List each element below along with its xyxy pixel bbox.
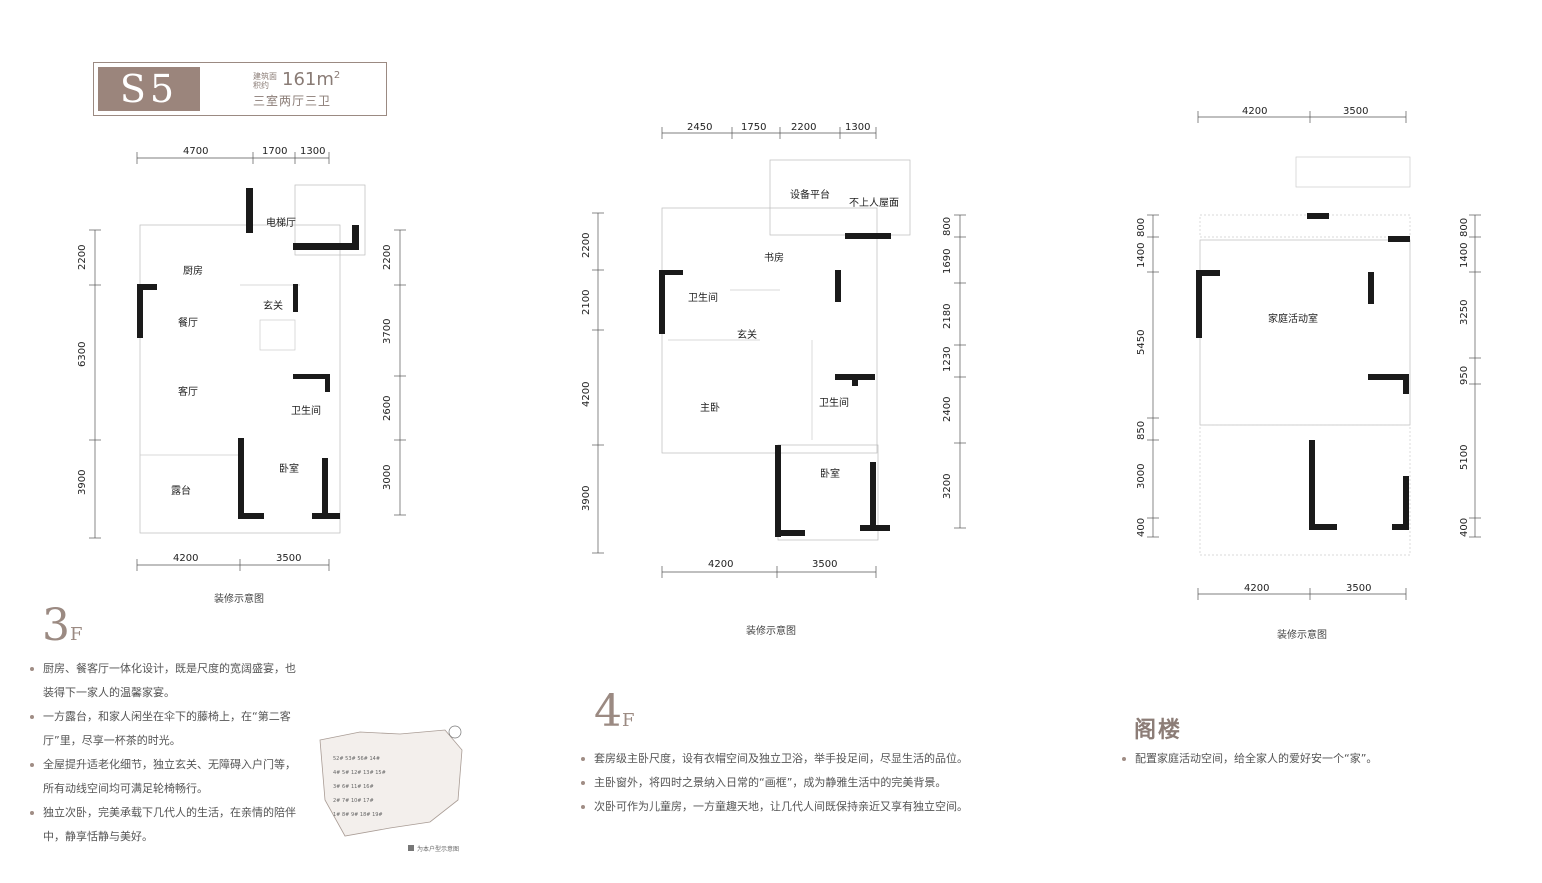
dim-3f-top-1: 4700 bbox=[183, 146, 208, 157]
dim-3f-bottom-2: 3500 bbox=[276, 553, 301, 564]
dim-attic-top-1: 4200 bbox=[1242, 106, 1267, 117]
dim-3f-top-2: 1700 bbox=[262, 146, 287, 157]
dim-4f-right-5: 2400 bbox=[942, 397, 953, 422]
room-4f-equipment: 设备平台 bbox=[790, 186, 830, 201]
room-4f-master: 主卧 bbox=[700, 399, 720, 414]
floor3-feature: 独立次卧，完美承载下几代人的生活，在亲情的陪伴中，静享恬静与美好。 bbox=[29, 801, 301, 849]
attic-features: 配置家庭活动空间，给全家人的爱好安一个“家”。 bbox=[1121, 747, 1521, 771]
floor3-features: 厨房、餐客厅一体化设计，既是尺度的宽阔盛宴，也装得下一家人的温馨家宴。 一方露台… bbox=[29, 657, 301, 849]
dim-attic-top-2: 3500 bbox=[1343, 106, 1368, 117]
dim-4f-right-3: 2180 bbox=[942, 304, 953, 329]
dim-4f-bottom-1: 4200 bbox=[708, 559, 733, 570]
room-4f-entrance: 玄关 bbox=[737, 326, 757, 341]
site-map-legend: 为本户型示意图 bbox=[417, 844, 459, 853]
dim-attic-bottom-1: 4200 bbox=[1244, 583, 1269, 594]
dim-4f-right-2: 1690 bbox=[942, 249, 953, 274]
dim-attic-right-2: 1400 bbox=[1459, 243, 1470, 268]
dim-4f-right-1: 800 bbox=[942, 217, 953, 236]
dim-4f-top-3: 2200 bbox=[791, 122, 816, 133]
dim-attic-left-4: 850 bbox=[1136, 421, 1147, 440]
dim-attic-right-5: 5100 bbox=[1459, 445, 1470, 470]
dim-attic-left-3: 5450 bbox=[1136, 330, 1147, 355]
room-3f-entrance: 玄关 bbox=[263, 297, 283, 312]
caption-attic: 装修示意图 bbox=[1277, 626, 1327, 641]
floor4-features: 套房级主卧尺度，设有衣帽空间及独立卫浴，举手投足间，尽显生活的品位。 主卧窗外，… bbox=[580, 747, 1040, 819]
floor4-feature: 套房级主卧尺度，设有衣帽空间及独立卫浴，举手投足间，尽显生活的品位。 bbox=[580, 747, 1040, 771]
dim-4f-left-1: 2200 bbox=[581, 233, 592, 258]
dim-3f-top-3: 1300 bbox=[300, 146, 325, 157]
dim-4f-right-6: 3200 bbox=[942, 474, 953, 499]
room-3f-terrace: 露台 bbox=[171, 482, 191, 497]
dim-4f-top-2: 1750 bbox=[741, 122, 766, 133]
dim-attic-right-6: 400 bbox=[1459, 518, 1470, 537]
dim-4f-left-2: 2100 bbox=[581, 290, 592, 315]
floor3-heading: 3F bbox=[42, 600, 83, 651]
floor4-heading: 4F bbox=[594, 686, 635, 737]
floor4-feature: 次卧可作为儿童房，一方童趣天地，让几代人间既保持亲近又享有独立空间。 bbox=[580, 795, 1040, 819]
room-3f-dining: 餐厅 bbox=[178, 314, 198, 329]
room-4f-bathroom1: 卫生间 bbox=[688, 289, 718, 304]
dim-4f-right-4: 1230 bbox=[942, 347, 953, 372]
dim-4f-top-1: 2450 bbox=[687, 122, 712, 133]
dim-attic-left-5: 3000 bbox=[1136, 464, 1147, 489]
floor3-feature: 一方露台，和家人闲坐在伞下的藤椅上，在“第二客厅”里，尽享一杯茶的时光。 bbox=[29, 705, 301, 753]
room-4f-roof: 不上人屋面 bbox=[849, 194, 899, 209]
dim-3f-right-1: 2200 bbox=[382, 245, 393, 270]
floor3-feature: 厨房、餐客厅一体化设计，既是尺度的宽阔盛宴，也装得下一家人的温馨家宴。 bbox=[29, 657, 301, 705]
room-4f-bedroom: 卧室 bbox=[820, 465, 840, 480]
dim-3f-right-4: 3000 bbox=[382, 465, 393, 490]
dim-3f-right-2: 3700 bbox=[382, 319, 393, 344]
attic-heading: 阁楼 bbox=[1134, 712, 1182, 744]
dim-3f-left-3: 3900 bbox=[77, 470, 88, 495]
dim-attic-right-1: 800 bbox=[1459, 218, 1470, 237]
room-3f-bedroom: 卧室 bbox=[279, 460, 299, 475]
dim-attic-left-1: 800 bbox=[1136, 218, 1147, 237]
dim-attic-left-6: 400 bbox=[1136, 518, 1147, 537]
floor3-feature: 全屋提升适老化细节，独立玄关、无障碍入户门等，所有动线空间均可满足轮椅畅行。 bbox=[29, 753, 301, 801]
dim-4f-left-3: 4200 bbox=[581, 382, 592, 407]
dim-attic-right-4: 950 bbox=[1459, 366, 1470, 385]
room-3f-elevator: 电梯厅 bbox=[266, 214, 296, 229]
room-4f-study: 书房 bbox=[764, 249, 784, 264]
dim-4f-top-4: 1300 bbox=[845, 122, 870, 133]
dim-attic-bottom-2: 3500 bbox=[1346, 583, 1371, 594]
dim-attic-right-3: 3250 bbox=[1459, 300, 1470, 325]
room-4f-bathroom2: 卫生间 bbox=[819, 394, 849, 409]
dim-attic-left-2: 1400 bbox=[1136, 243, 1147, 268]
floor4-feature: 主卧窗外，将四时之景纳入日常的“画框”，成为静雅生活中的完美背景。 bbox=[580, 771, 1040, 795]
site-map-labels: 52# 53# 56# 14# 4# 5# 12# 13# 15# 3# 6# … bbox=[333, 752, 453, 822]
dim-4f-bottom-2: 3500 bbox=[812, 559, 837, 570]
dim-3f-right-3: 2600 bbox=[382, 396, 393, 421]
room-3f-bathroom: 卫生间 bbox=[291, 402, 321, 417]
room-3f-kitchen: 厨房 bbox=[183, 262, 203, 277]
caption-4f: 装修示意图 bbox=[746, 622, 796, 637]
dim-3f-left-1: 2200 bbox=[77, 245, 88, 270]
attic-feature: 配置家庭活动空间，给全家人的爱好安一个“家”。 bbox=[1121, 747, 1521, 771]
room-3f-living: 客厅 bbox=[178, 383, 198, 398]
caption-3f: 装修示意图 bbox=[214, 590, 264, 605]
room-attic-family: 家庭活动室 bbox=[1268, 310, 1318, 325]
dim-4f-left-4: 3900 bbox=[581, 486, 592, 511]
dim-3f-bottom-1: 4200 bbox=[173, 553, 198, 564]
dim-3f-left-2: 6300 bbox=[77, 342, 88, 367]
